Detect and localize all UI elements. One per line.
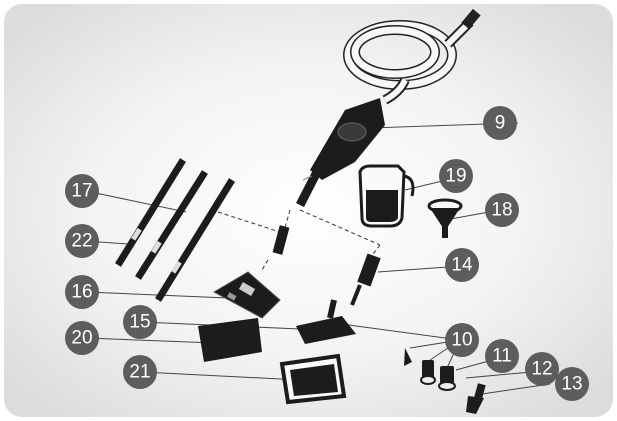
badge-20: 20: [65, 321, 99, 355]
badge-21: 21: [123, 355, 157, 389]
svg-text:17: 17: [71, 181, 92, 202]
badge-13: 13: [555, 367, 589, 401]
badge-16: 16: [65, 275, 99, 309]
badge-19: 19: [439, 159, 473, 193]
badge-9: 9: [483, 106, 517, 140]
svg-text:10: 10: [451, 330, 472, 351]
svg-text:22: 22: [71, 231, 92, 252]
badge-12: 12: [525, 352, 559, 386]
svg-text:13: 13: [561, 374, 582, 395]
badge-18: 18: [485, 193, 519, 227]
svg-text:9: 9: [495, 113, 506, 134]
svg-text:21: 21: [129, 362, 150, 383]
badge-15: 15: [123, 305, 157, 339]
background-panel: [4, 4, 613, 417]
badge-11: 11: [485, 339, 519, 373]
badge-10: 10: [445, 323, 479, 357]
badge-22: 22: [65, 224, 99, 258]
svg-text:16: 16: [71, 282, 92, 303]
svg-text:20: 20: [71, 328, 92, 349]
svg-text:18: 18: [491, 200, 512, 221]
svg-text:15: 15: [129, 312, 150, 333]
svg-text:11: 11: [492, 346, 512, 367]
carpet-glider: [282, 356, 344, 402]
badge-17: 17: [65, 174, 99, 208]
svg-text:12: 12: [531, 359, 552, 380]
svg-text:19: 19: [445, 166, 466, 187]
badge-14: 14: [445, 248, 479, 282]
svg-text:14: 14: [451, 255, 473, 276]
